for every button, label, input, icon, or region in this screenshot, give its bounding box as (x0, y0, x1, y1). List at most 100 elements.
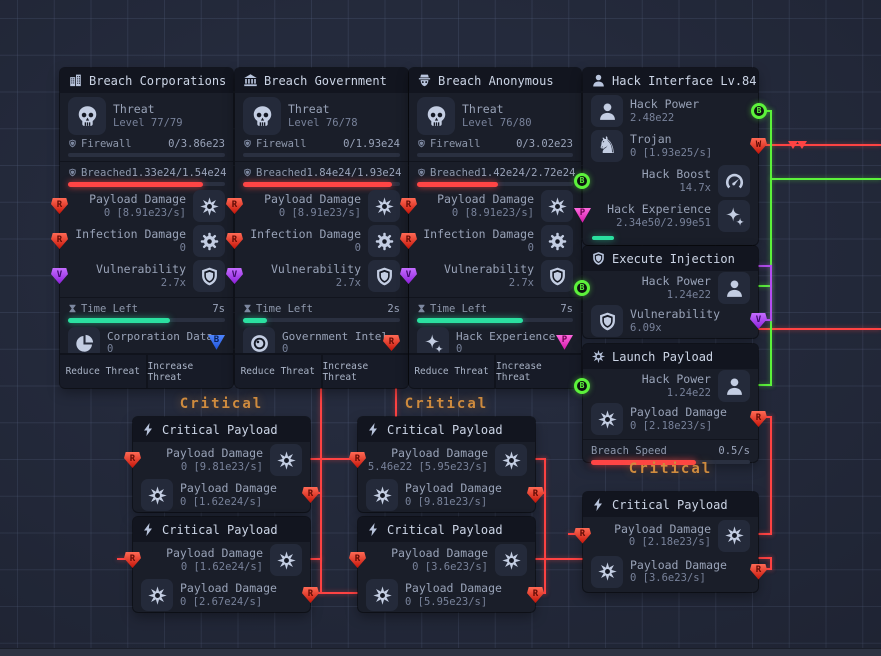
threat-row: Threat Level 76/80 (409, 96, 581, 136)
threat-level: Level 76/80 (462, 116, 532, 129)
breach-speed-bar (591, 459, 750, 465)
burst-icon-button[interactable] (718, 519, 750, 552)
sparkles-icon-button[interactable] (718, 200, 750, 232)
shield-icon (597, 311, 618, 332)
burst-icon-button[interactable] (368, 190, 400, 222)
threat-label: Threat (288, 102, 330, 117)
panel-title: Critical Payload (612, 497, 728, 512)
hacker-icon-box (591, 95, 623, 127)
firewall-value: 0/1.93e24 (343, 137, 400, 150)
stat-label: Vulnerability (270, 262, 361, 277)
gauge-icon-button[interactable] (718, 165, 750, 197)
stat-label: Hack Boost (641, 167, 711, 182)
stat-value: 0 [5.95e23/s] (405, 595, 488, 608)
sparkles-icon (423, 333, 444, 354)
burst-icon-button[interactable] (270, 444, 302, 476)
panel-title: Breach Government (264, 73, 387, 88)
panel-title: Critical Payload (162, 422, 278, 437)
lightning-bolt-icon (141, 422, 156, 437)
resource-value: 0 (456, 343, 463, 356)
critical-payload-panel-2: Critical Payload R Payload Damage 0 [1.6… (124, 517, 319, 612)
green-b-badge: B (574, 173, 590, 189)
pie-chart-icon (74, 333, 95, 354)
payload-damage-row: R Payload Damage 0 [8.91e23/s] (400, 189, 581, 223)
panel-header: Breach Corporations (60, 68, 233, 93)
wire-green-vertical (770, 110, 772, 386)
stat-value: 2.7x (160, 276, 186, 289)
shield-icon-button[interactable] (193, 260, 225, 292)
lightning-bolt-icon (591, 497, 606, 512)
shield-icon (417, 168, 426, 177)
reduce-threat-button[interactable]: Reduce Threat (65, 366, 140, 377)
stat-value: 0 (354, 241, 361, 254)
increase-threat-button[interactable]: Increase Threat (145, 355, 234, 388)
wire-red-h (309, 558, 322, 560)
burst-icon (147, 585, 168, 606)
wire-arrow-marker (788, 141, 798, 149)
panel-header: Launch Payload (583, 344, 758, 369)
stat-label: Payload Damage (180, 581, 277, 596)
gear-icon-button[interactable] (193, 225, 225, 257)
stat-label: Hack Power (641, 372, 711, 387)
shield-icon-box (591, 305, 623, 337)
breached-bar (68, 181, 225, 187)
panel-header: Breach Anonymous (409, 68, 581, 93)
payload-damage-row: Payload Damage 0 [1.62e24/s] R (133, 478, 319, 512)
shield-icon-button[interactable] (368, 260, 400, 292)
panel-title: Breach Corporations (89, 73, 227, 88)
panel-title: Critical Payload (387, 422, 503, 437)
time-left-bar (417, 317, 573, 323)
gear-icon (547, 231, 568, 252)
panel-header: Critical Payload (133, 517, 310, 542)
stat-label: Payload Damage (630, 405, 727, 420)
burst-icon (374, 196, 395, 217)
increase-threat-button[interactable]: Increase Threat (494, 355, 581, 388)
burst-icon-button[interactable] (541, 190, 573, 222)
burst-icon-button[interactable] (270, 544, 302, 576)
wire-arrow-marker (797, 141, 807, 149)
stat-value: 0 [1.93e25/s] (630, 146, 713, 159)
time-left-label: Time Left (256, 302, 313, 315)
threat-row: Threat Level 76/78 (235, 96, 408, 136)
stat-label: Infection Damage (423, 227, 534, 242)
stat-value: 0 [8.91e23/s] (451, 206, 534, 219)
shield-icon-button[interactable] (541, 260, 573, 292)
person-icon (724, 278, 745, 299)
gear-icon-button[interactable] (541, 225, 573, 257)
payload-damage-row: Payload Damage 0 [9.81e23/s] R (358, 478, 544, 512)
panel-title: Hack Interface Lv.84 (612, 73, 757, 88)
execute-injection-panel: Execute Injection B Hack Power 1.24e22 V… (574, 246, 767, 338)
payload-damage-row: R Payload Damage 0 [2.18e23/s] (574, 518, 758, 553)
horizontal-scrollbar[interactable] (0, 648, 881, 656)
breached-bar (417, 181, 573, 187)
burst-icon-button[interactable] (193, 190, 225, 222)
person-icon-button[interactable] (718, 370, 750, 402)
gear-icon (374, 231, 395, 252)
burst-icon-button[interactable] (495, 544, 527, 576)
firewall-bar (417, 153, 573, 157)
skull-icon (75, 104, 100, 129)
person-icon (591, 73, 606, 88)
person-icon-button[interactable] (718, 272, 750, 304)
stat-label: Payload Damage (89, 192, 186, 207)
payload-damage-row: R Payload Damage 0 [9.81e23/s] (124, 443, 310, 477)
gear-icon-button[interactable] (368, 225, 400, 257)
reduce-threat-button[interactable]: Reduce Threat (414, 366, 489, 377)
stat-label: Hack Power (641, 274, 711, 289)
firewall-value: 0/3.02e23 (516, 137, 573, 150)
p-badge: P (556, 335, 573, 350)
increase-threat-button[interactable]: Increase Threat (320, 355, 409, 388)
burst-icon-button[interactable] (495, 444, 527, 476)
wire-red-h (756, 533, 772, 535)
green-b-badge: B (574, 280, 590, 296)
resource-value: 0 (282, 343, 289, 356)
stat-label: Infection Damage (75, 227, 186, 242)
shield-icon (374, 266, 395, 287)
threat-buttons: Reduce Threat Increase Threat (409, 353, 581, 388)
firewall-row: Firewall 0/3.86e23 (60, 136, 233, 151)
anonymous-mask-icon (417, 73, 432, 88)
infection-damage-row: R Infection Damage 0 (226, 224, 408, 258)
breached-value: 1.84e24/1.93e24 (306, 166, 402, 179)
reduce-threat-button[interactable]: Reduce Threat (240, 366, 315, 377)
wire-red-vertical-1 (320, 386, 322, 594)
